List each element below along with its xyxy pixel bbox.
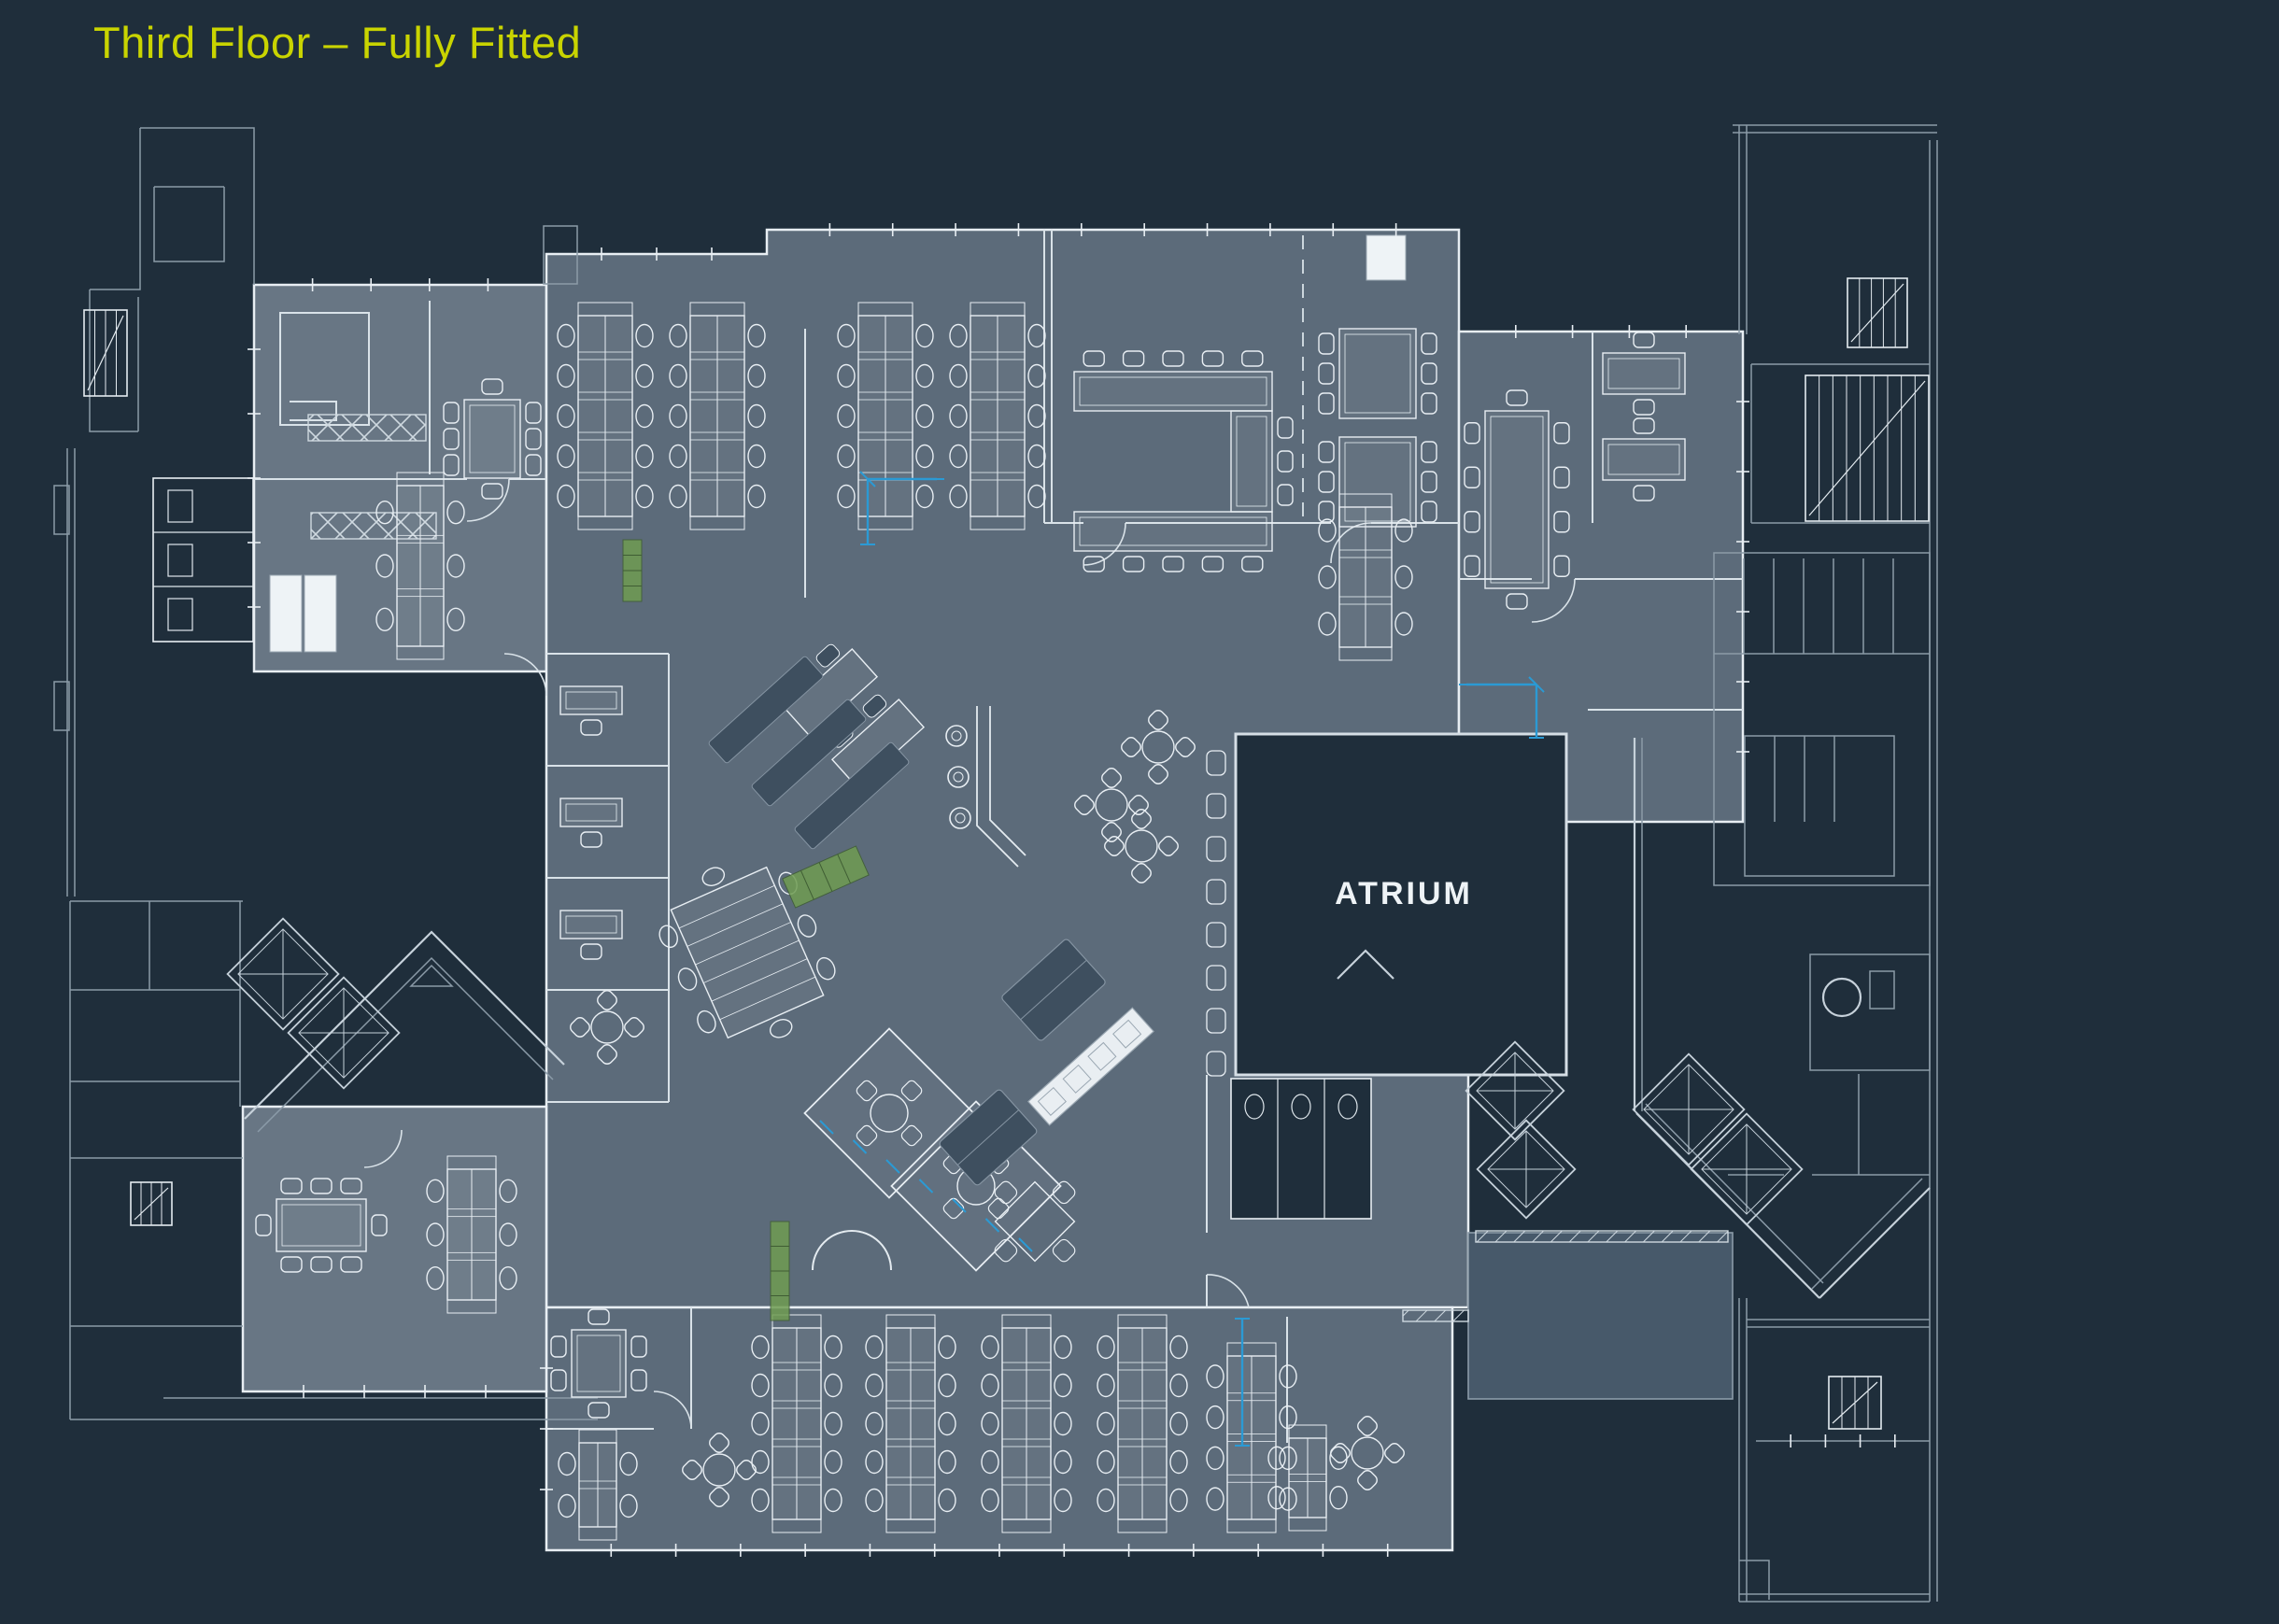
planter bbox=[622, 539, 643, 602]
furniture-booth bbox=[708, 656, 824, 764]
blue-dimension-mark bbox=[1235, 1318, 1250, 1447]
wc-core-west-fixtures bbox=[153, 489, 253, 631]
wc-core-south-fixtures bbox=[1244, 1079, 1358, 1219]
planter bbox=[770, 1221, 790, 1321]
stair bbox=[1847, 277, 1908, 348]
desk-bench bbox=[426, 1155, 517, 1314]
shell-outline-bright bbox=[244, 738, 1931, 1299]
page-title: Third Floor – Fully Fitted bbox=[93, 18, 582, 67]
blue-dimension-mark bbox=[1459, 676, 1545, 739]
shell-outline bbox=[53, 124, 1938, 1603]
meeting-table bbox=[1602, 417, 1686, 501]
meeting-table bbox=[1318, 436, 1437, 528]
meeting-table bbox=[1073, 511, 1273, 572]
desk-bench bbox=[558, 1429, 638, 1541]
mullion-ticks bbox=[828, 223, 1397, 236]
atrium-label: ATRIUM bbox=[1335, 876, 1473, 911]
round-table bbox=[1121, 710, 1196, 784]
round-table bbox=[1330, 1416, 1405, 1490]
stool bbox=[947, 766, 970, 788]
desk-bench bbox=[865, 1314, 956, 1533]
desk-bench bbox=[751, 1314, 842, 1533]
stair bbox=[1828, 1376, 1882, 1430]
mullion-ticks bbox=[311, 278, 489, 291]
meeting-table bbox=[559, 910, 623, 960]
lockers bbox=[269, 234, 1407, 653]
curved-sofa bbox=[812, 1230, 892, 1271]
desk-bench bbox=[981, 1314, 1072, 1533]
mullion-ticks bbox=[1790, 1434, 1896, 1447]
meeting-table bbox=[443, 378, 542, 500]
atrium-chair-row bbox=[1206, 750, 1226, 1077]
desk-bench bbox=[669, 302, 766, 530]
desk-bench bbox=[557, 302, 654, 530]
meeting-table bbox=[559, 685, 623, 736]
lift bbox=[226, 917, 340, 1031]
furniture-kitchen bbox=[1027, 1007, 1154, 1126]
desk-bench bbox=[1318, 493, 1413, 661]
round-table bbox=[570, 990, 644, 1065]
interior-walls bbox=[254, 230, 1743, 1443]
furniture-sofa bbox=[939, 1089, 1038, 1186]
meeting-table bbox=[255, 1178, 388, 1273]
stair bbox=[1805, 374, 1930, 522]
meeting-table bbox=[1602, 332, 1686, 416]
wc-core-south bbox=[1230, 1078, 1372, 1220]
furniture-planter bbox=[782, 845, 870, 909]
blue-dimension-mark bbox=[819, 1120, 1033, 1252]
mullion-ticks bbox=[1736, 401, 1749, 753]
desk-bench bbox=[949, 302, 1046, 530]
lift bbox=[1690, 1112, 1804, 1226]
round-table bbox=[1074, 768, 1149, 842]
stair bbox=[130, 1181, 173, 1226]
furniture-pod bbox=[803, 1027, 975, 1199]
meeting-table bbox=[1230, 410, 1294, 513]
desk-bench bbox=[375, 472, 465, 660]
furniture-layer bbox=[83, 277, 1930, 1541]
wc-core-west bbox=[152, 477, 254, 643]
atrium-void bbox=[1234, 732, 1568, 1077]
meeting-table bbox=[1464, 389, 1570, 610]
lift bbox=[1465, 1040, 1565, 1141]
lift bbox=[1476, 1119, 1577, 1220]
door-arcs bbox=[363, 478, 1576, 1430]
round-table bbox=[682, 1433, 757, 1507]
lift bbox=[287, 976, 401, 1090]
meeting-table bbox=[550, 1308, 647, 1419]
stair bbox=[83, 309, 128, 397]
lift bbox=[1632, 1052, 1746, 1166]
mullion-ticks bbox=[601, 247, 713, 261]
furniture-square_table4 bbox=[994, 1180, 1076, 1263]
blue-dimension-mark bbox=[859, 471, 944, 545]
annotation-layer bbox=[248, 223, 1896, 1557]
desk-bench bbox=[1267, 1424, 1348, 1532]
mullion-ticks bbox=[1515, 325, 1687, 338]
stool bbox=[945, 725, 968, 747]
link-bridges bbox=[307, 414, 1729, 1322]
furniture-booth bbox=[751, 699, 867, 807]
cafe-counter bbox=[976, 706, 1026, 868]
meeting-table bbox=[1318, 328, 1437, 419]
furniture-booth bbox=[794, 741, 910, 850]
meeting-table bbox=[559, 798, 623, 848]
meeting-table bbox=[1073, 350, 1273, 412]
furniture-long_table bbox=[658, 866, 836, 1039]
mullion-ticks bbox=[303, 1385, 487, 1398]
floor-link-corridor bbox=[1467, 1232, 1734, 1400]
service-cores bbox=[152, 477, 1372, 1220]
mullion-ticks bbox=[540, 1367, 553, 1490]
desk-bench bbox=[1097, 1314, 1188, 1533]
furniture-sofa bbox=[1001, 939, 1106, 1041]
mullion-ticks bbox=[610, 1544, 1389, 1557]
stool bbox=[949, 807, 971, 829]
desk-bench bbox=[1206, 1342, 1297, 1533]
mullion-ticks bbox=[248, 348, 261, 608]
